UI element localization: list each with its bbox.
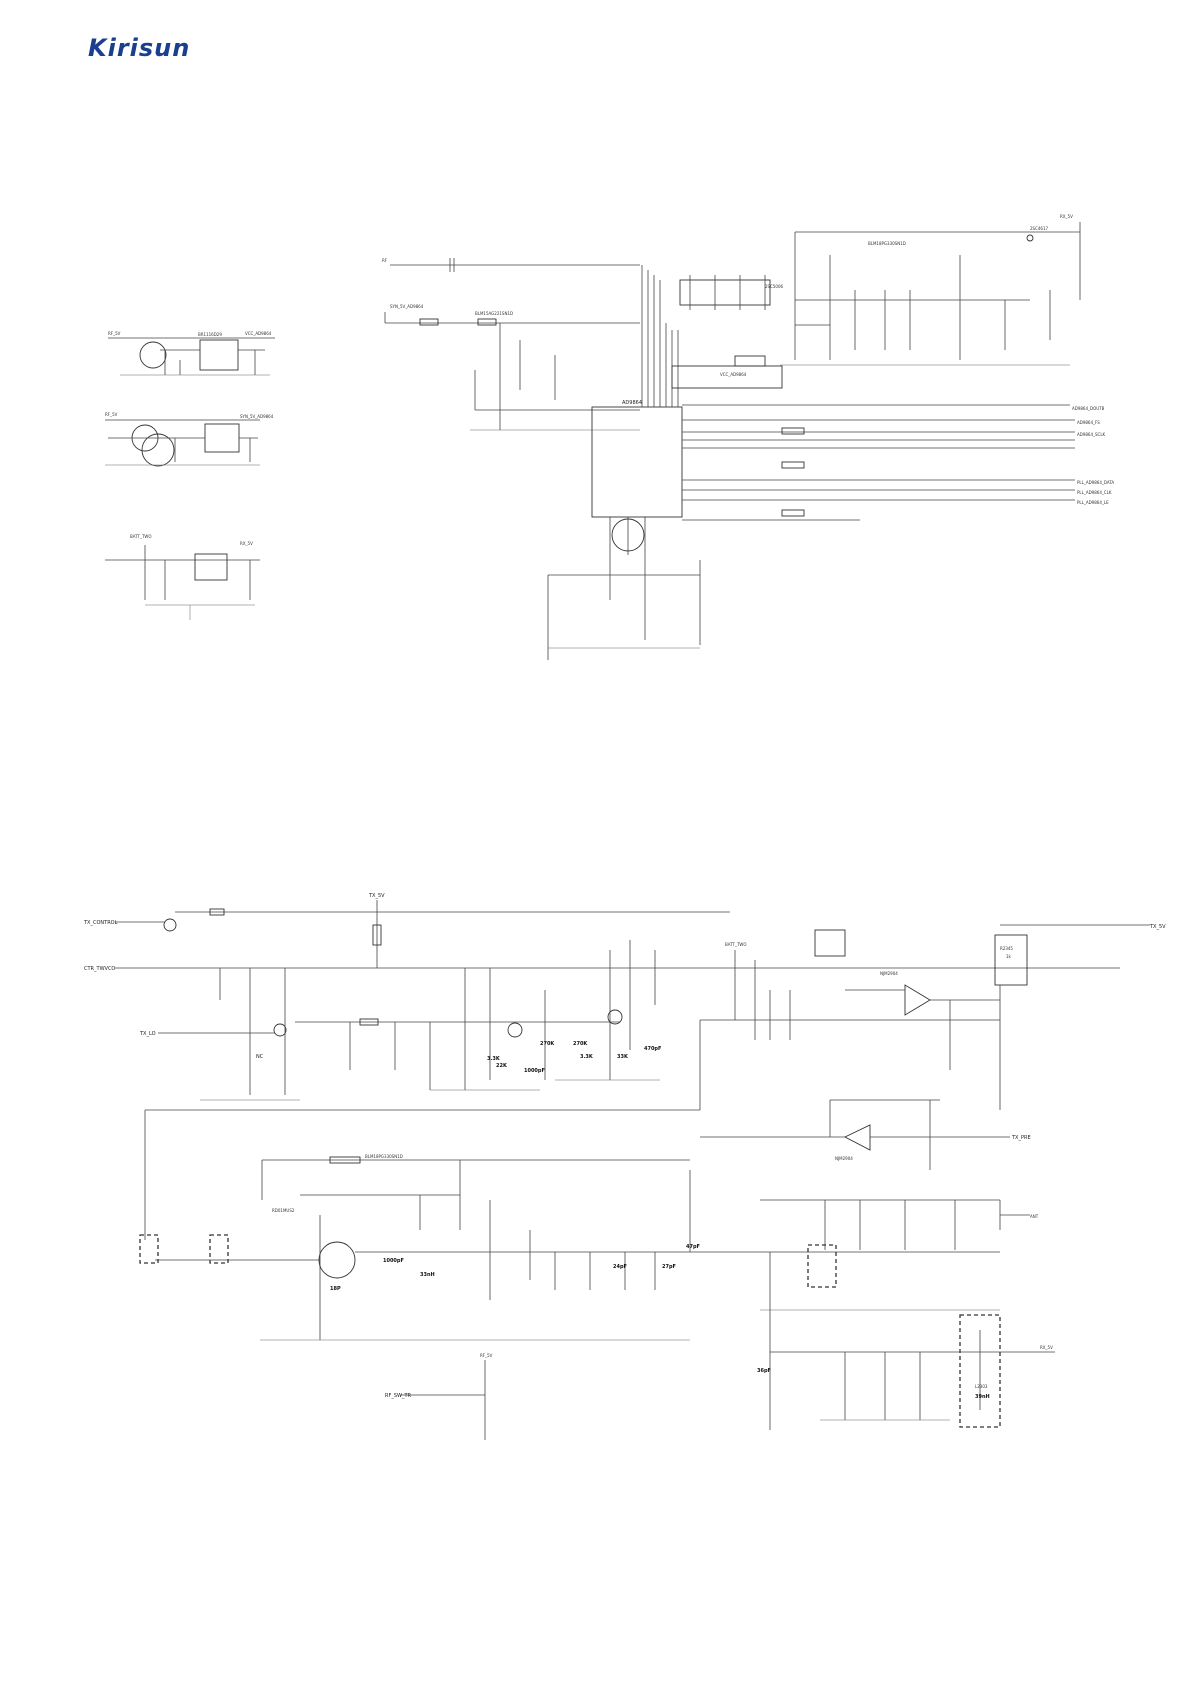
val-c-ant: 36pF bbox=[757, 1368, 771, 1374]
highlight-box-output bbox=[959, 1314, 1001, 1428]
part-rx-r: R2345 bbox=[1000, 946, 1013, 951]
ic-ad9864-label: AD9864 bbox=[622, 400, 642, 406]
part-rx-r-val: 1k bbox=[1006, 954, 1012, 959]
net-tx-pre: TX_PRE bbox=[1011, 1135, 1031, 1141]
val-r-c-2: 270K bbox=[573, 1041, 588, 1047]
val-r-a-1: 33K bbox=[617, 1054, 629, 1060]
net-batt-2: BATT_TWO bbox=[725, 942, 747, 947]
net-tx-control: TX_CONTROL bbox=[83, 920, 118, 926]
val-r-d-2: 3.3K bbox=[580, 1054, 594, 1060]
net-rx5v-1: RX_5V bbox=[240, 541, 253, 546]
net-tx5v: TX_5V bbox=[368, 893, 385, 899]
net-syn5v-top: SYN_5V_AD9864 bbox=[390, 304, 424, 309]
part-opamp-1: NJM2904 bbox=[880, 971, 898, 976]
net-rf-5v-2: RF_5V bbox=[105, 412, 118, 417]
net-rf-5v-3: RF_5V bbox=[480, 1353, 493, 1358]
net-batt-1: BATT_TWO bbox=[130, 534, 152, 539]
val-c-big-1: 1000pF bbox=[524, 1068, 545, 1074]
val-c-mid: 470pF bbox=[644, 1046, 661, 1052]
net-rx-out: RX_5V bbox=[1040, 1345, 1053, 1350]
net-rx5v-top: RX_5V bbox=[1060, 214, 1073, 219]
part-ferrite-a: BLM15AG221SN1D bbox=[475, 311, 513, 316]
part-l-out-val: 39nH bbox=[975, 1394, 990, 1400]
net-antenna: ANT bbox=[1030, 1214, 1039, 1219]
vcc-ad9864-box bbox=[671, 365, 783, 389]
net-pll-le: PLL_AD9864_LE bbox=[1077, 500, 1109, 505]
net-pll-clk: PLL_AD9864_CLK bbox=[1077, 490, 1112, 495]
val-r-b: 22K bbox=[496, 1063, 508, 1069]
val-c-pa: 18P bbox=[330, 1286, 341, 1292]
part-q-drv: 2SC5006 bbox=[765, 284, 784, 289]
part-q-sw: 2SC4617 bbox=[1030, 226, 1049, 231]
net-vcc-9864: VCC_AD9864 bbox=[245, 331, 272, 336]
net-sclk: AD9864_SCLK bbox=[1077, 432, 1106, 437]
vcc-marker-box bbox=[734, 355, 766, 367]
net-tx-lo: TX_LO bbox=[139, 1031, 156, 1037]
part-q-pa: RD01MUS2 bbox=[272, 1208, 295, 1213]
net-rf-in: RF bbox=[382, 258, 388, 263]
val-r-c-1: 270K bbox=[540, 1041, 555, 1047]
logo-text: Kirisun bbox=[88, 34, 190, 62]
net-fs: AD9864_FS bbox=[1077, 420, 1100, 425]
val-c-tx: 27pF bbox=[662, 1264, 676, 1270]
rx-if-schematic: RF_5V BR1116D29 VCC_AD9864 RF_5V SYN_5V_… bbox=[105, 214, 1114, 660]
highlight-box-2 bbox=[209, 1234, 229, 1264]
part-reg1: BR1116D29 bbox=[198, 332, 222, 337]
part-ferrite-b: BLM18PG330SN1D bbox=[868, 241, 906, 246]
ic-ad9864 bbox=[591, 406, 683, 518]
rx-r-box bbox=[994, 934, 1028, 986]
part-opamp-2: NJM2904 bbox=[835, 1156, 853, 1161]
val-l-pa: 33nH bbox=[420, 1272, 435, 1278]
opamp-1 bbox=[904, 984, 931, 1016]
val-c-big-2: 1000pF bbox=[383, 1258, 404, 1264]
val-r-d-1: 3.3K bbox=[487, 1056, 501, 1062]
regulator-block-3: BATT_TWO RX_5V bbox=[105, 534, 260, 620]
pa-circle bbox=[318, 1241, 356, 1279]
highlight-box-3 bbox=[807, 1244, 837, 1288]
net-ctr-twvco: CTR_TWVCO bbox=[84, 966, 115, 972]
highlight-box-1 bbox=[139, 1234, 159, 1264]
val-c-out: 47pF bbox=[686, 1244, 700, 1250]
net-tx5v-right: TX_5V bbox=[1149, 924, 1166, 930]
regulator-block-2: RF_5V SYN_5V_AD9864 bbox=[105, 412, 274, 467]
net-vcc-9864-box: VCC_AD9864 bbox=[720, 372, 747, 377]
val-nc-1: NC bbox=[256, 1054, 264, 1060]
val-c-pre: 24pF bbox=[613, 1264, 627, 1270]
net-rf-sw: RF_SW_TR bbox=[385, 1393, 412, 1399]
net-pll-data: PLL_AD9864_DATA bbox=[1077, 480, 1114, 485]
regulator-block-1: RF_5V BR1116D29 VCC_AD9864 bbox=[108, 331, 275, 376]
net-syn5v-2: SYN_5V_AD9864 bbox=[240, 414, 274, 419]
part-ferrite-c: BLM18PG330SN1D bbox=[365, 1154, 403, 1159]
net-rf-5v-1: RF_5V bbox=[108, 331, 121, 336]
net-dout: AD9864_DOUTB bbox=[1072, 406, 1105, 411]
kirisun-logo: Kirisun bbox=[88, 34, 190, 62]
ic-top-bus bbox=[641, 265, 679, 407]
opamp-2 bbox=[843, 1124, 871, 1151]
tx-chain-schematic: TX_CONTROL CTR_TWVCO TX_5V TX_LO NC 22K … bbox=[83, 893, 1166, 1440]
part-l-out: L2303 bbox=[975, 1384, 988, 1389]
